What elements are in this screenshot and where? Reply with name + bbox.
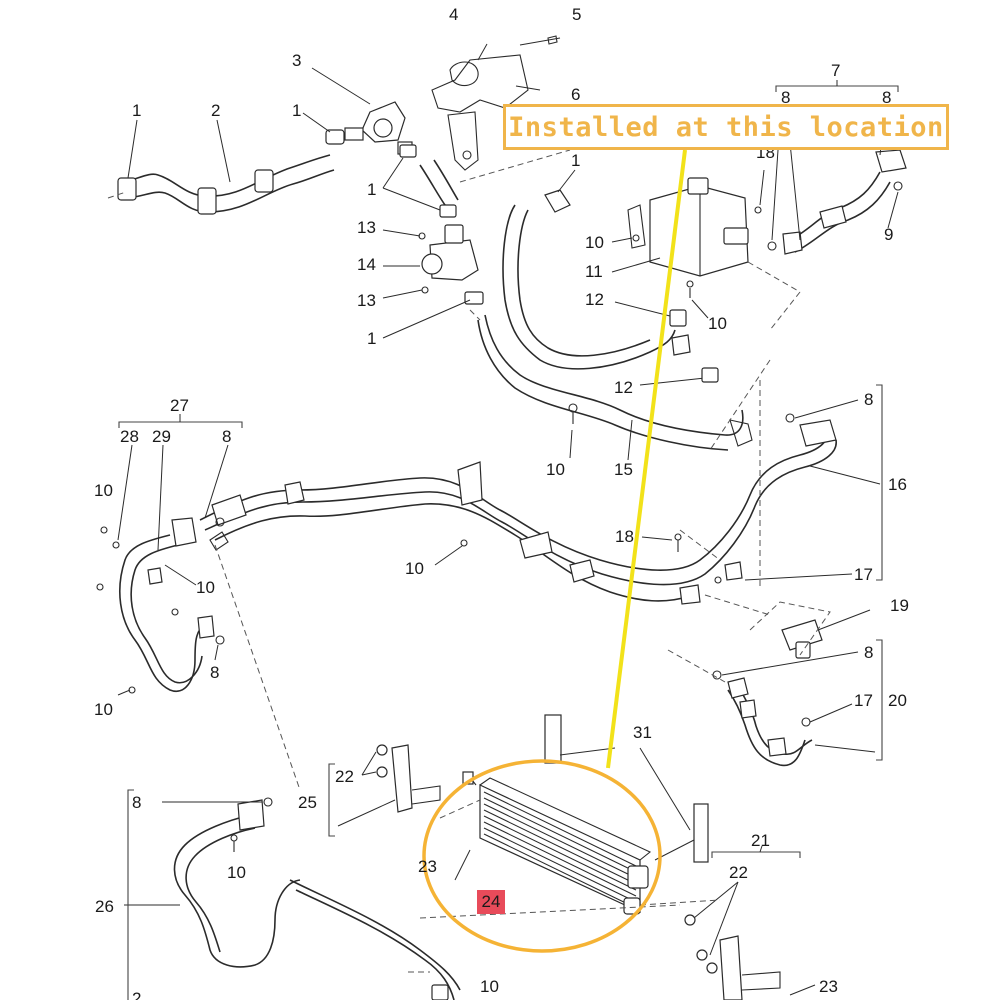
callout: 17	[854, 691, 873, 710]
left-lines-27	[96, 414, 301, 791]
callout: 8	[132, 793, 141, 812]
oil-cooler-module-top	[611, 149, 801, 356]
valve-bracket-assembly	[431, 35, 561, 171]
callout: 10	[227, 863, 246, 882]
hose-15	[477, 169, 771, 461]
callout: 10	[480, 977, 499, 996]
callout: 8	[781, 88, 790, 107]
bracket-21	[639, 845, 816, 1000]
cooler-lines-16	[199, 380, 883, 616]
callout: 1	[132, 101, 141, 120]
callout-numbers: 4 5 3 6 7 8 8 1 2 1 1 1 13 14 13 1 10 11…	[94, 5, 909, 1000]
connector-19	[749, 601, 871, 659]
callout: 9	[884, 225, 893, 244]
callout: 7	[831, 61, 840, 80]
callout: 8	[210, 663, 219, 682]
hose-20	[667, 639, 883, 767]
callout: 17	[854, 565, 873, 584]
callout: 8	[864, 390, 873, 409]
aux-pump-14	[382, 224, 484, 339]
callout: 3	[292, 51, 301, 70]
callout: 11	[585, 262, 603, 281]
hose-assembly-7	[775, 80, 907, 255]
callout: 28	[120, 427, 139, 446]
callout: 10	[585, 233, 604, 252]
callout: 1	[367, 180, 376, 199]
callout: 15	[614, 460, 633, 479]
callout: 5	[572, 5, 581, 24]
small-hose-cluster	[382, 144, 571, 218]
pointer-line	[606, 149, 687, 769]
callout: 20	[888, 691, 907, 710]
callout: 6	[571, 85, 580, 104]
callout: 21	[751, 831, 770, 850]
callout: 10	[405, 559, 424, 578]
callout: 19	[890, 596, 909, 615]
callout: 27	[170, 396, 189, 415]
callout: 8	[882, 88, 891, 107]
callout: 23	[819, 977, 838, 996]
callout: 2	[132, 989, 141, 1000]
cooler-fins	[483, 791, 637, 909]
callout: 23	[418, 857, 437, 876]
callout: 14	[357, 255, 376, 274]
callout: 29	[152, 427, 171, 446]
callout: 18	[615, 527, 634, 546]
callout: 10	[708, 314, 727, 333]
callout: 2	[211, 101, 220, 120]
callout: 10	[94, 700, 113, 719]
callout: 12	[585, 290, 604, 309]
callout: 31	[633, 723, 652, 742]
callout: 1	[571, 151, 580, 170]
installed-location-banner: Installed at this location	[503, 104, 949, 150]
callout: 13	[357, 218, 376, 237]
oil-cooler-24	[419, 714, 709, 919]
callout: 13	[357, 291, 376, 310]
callout: 8	[864, 643, 873, 662]
highlighted-part-label: 24	[477, 890, 505, 914]
callout: 22	[335, 767, 354, 786]
callout: 10	[94, 481, 113, 500]
bracket-25	[328, 744, 481, 837]
callout: 16	[888, 475, 907, 494]
callout: 22	[729, 863, 748, 882]
callout: 1	[292, 101, 301, 120]
callout: 4	[449, 5, 458, 24]
callout: 8	[222, 427, 231, 446]
callout: 25	[298, 793, 317, 812]
callout: 26	[95, 897, 114, 916]
callout: 12	[614, 378, 633, 397]
callout: 1	[367, 329, 376, 348]
highlight-ellipse	[422, 759, 662, 953]
line-26	[124, 789, 461, 1000]
callout: 10	[546, 460, 565, 479]
hose-2	[107, 112, 345, 215]
banner-text: Installed at this location	[508, 111, 944, 143]
highlighted-part-number: 24	[481, 892, 501, 911]
callout: 10	[196, 578, 215, 597]
